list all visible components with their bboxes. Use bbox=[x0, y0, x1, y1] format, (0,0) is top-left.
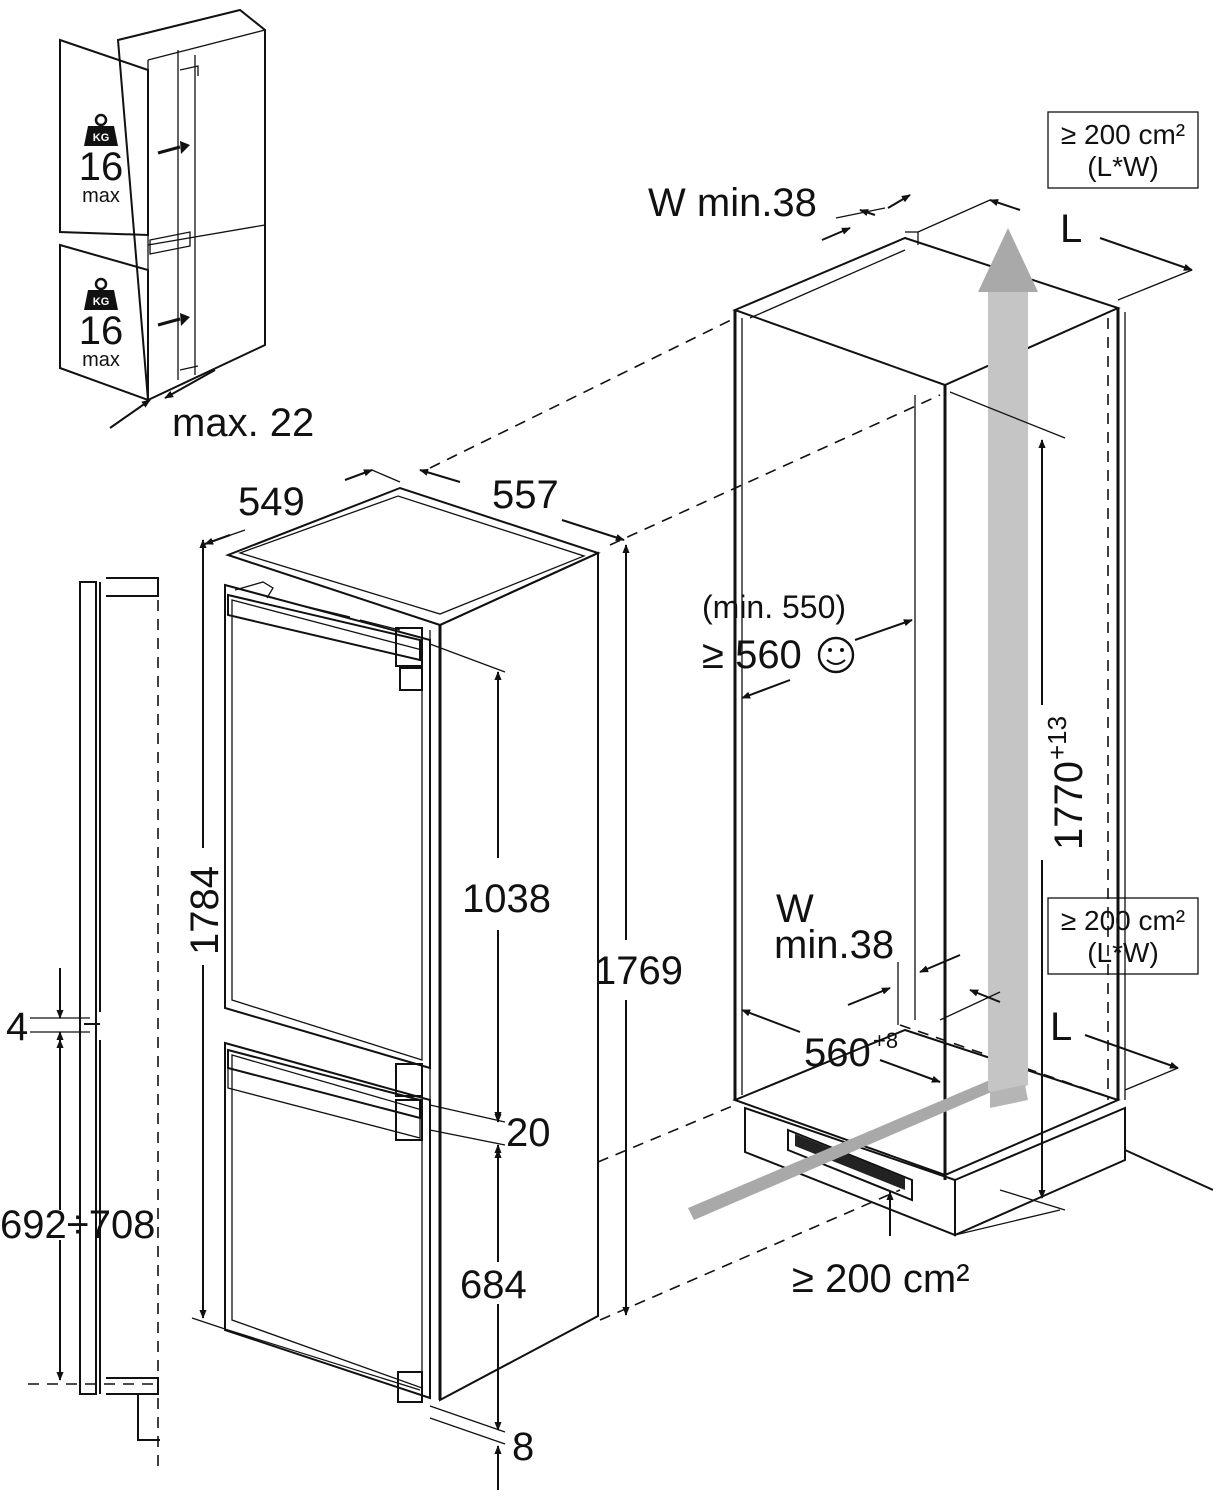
smiley-icon bbox=[817, 636, 855, 674]
weight-kg-icon: KG bbox=[84, 113, 118, 146]
projection-lines bbox=[429, 317, 941, 1321]
door-weight-illustration: KG 16 max KG 16 max max. 22 bbox=[59, 8, 314, 445]
weight-kg-icon: KG bbox=[84, 277, 118, 310]
niche-height-tolerance: +13 bbox=[1042, 716, 1072, 760]
mid-vent-formula-label: (L*W) bbox=[1087, 937, 1159, 968]
appliance-width-label: 557 bbox=[492, 473, 559, 517]
side-profile: 4 692÷708 bbox=[0, 577, 160, 1472]
lower-door-weight-suffix: max bbox=[82, 349, 120, 371]
lower-door-weight-unit: KG bbox=[93, 296, 110, 308]
upper-door-weight-suffix: max bbox=[82, 185, 120, 207]
upper-door-height-label: 1038 bbox=[462, 877, 551, 921]
side-gap-label: 4 bbox=[6, 1005, 28, 1049]
upper-door-weight-value: 16 bbox=[79, 145, 124, 189]
bottom-vent-width-label: min.38 bbox=[774, 923, 894, 967]
appliance-drawing: 549 557 1784 1769 1038 20 684 8 bbox=[183, 468, 683, 1490]
niche-height-label: 1770 bbox=[1047, 761, 1091, 850]
air-flow-arrow-icon bbox=[688, 228, 1038, 1220]
niche-preferred-depth-label: ≥ 560 bbox=[702, 633, 802, 677]
door-thickness-label: max. 22 bbox=[172, 401, 314, 445]
appliance-body-height-label: 1769 bbox=[594, 949, 683, 993]
bottom-gap-label: 8 bbox=[512, 1425, 534, 1469]
top-vent-area-label: ≥ 200 cm² bbox=[1061, 119, 1185, 150]
bottom-vent-width-letter: W bbox=[776, 887, 814, 931]
base-vent-area-label: ≥ 200 cm² bbox=[792, 1257, 970, 1301]
niche-min-depth-label: (min. 550) bbox=[702, 589, 846, 625]
mid-vent-area-label: ≥ 200 cm² bbox=[1061, 905, 1185, 936]
niche-width-label: 560 bbox=[804, 1031, 871, 1075]
appliance-depth-label: 549 bbox=[238, 480, 305, 524]
top-vent-length-label: L bbox=[1060, 207, 1082, 251]
appliance-total-height-label: 1784 bbox=[183, 866, 227, 955]
side-range-label: 692÷708 bbox=[0, 1203, 155, 1247]
lower-door-height-label: 684 bbox=[460, 1263, 527, 1307]
lower-door-weight-value: 16 bbox=[79, 309, 124, 353]
top-vent-formula-label: (L*W) bbox=[1087, 151, 1159, 182]
mount-arrow-lower-icon bbox=[157, 313, 190, 327]
upper-door-weight-unit: KG bbox=[93, 132, 110, 144]
niche-width-tolerance: +8 bbox=[873, 1028, 898, 1053]
bottom-vent-length-label: L bbox=[1050, 1005, 1072, 1049]
top-vent-width-label: W min.38 bbox=[648, 181, 817, 225]
mount-arrow-upper-icon bbox=[157, 141, 190, 155]
niche-drawing: ≥ 200 cm² (L*W) W min.38 L (min. 550) ≥ … bbox=[648, 111, 1213, 1301]
door-gap-label: 20 bbox=[506, 1111, 551, 1155]
